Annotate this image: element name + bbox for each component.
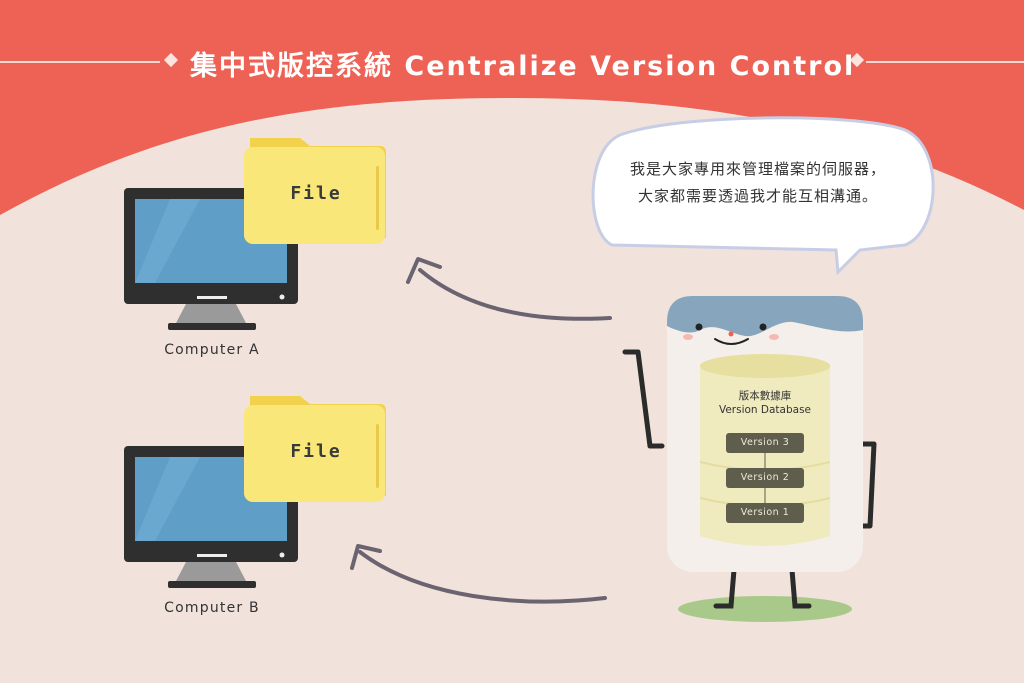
version-1-box: Version 1: [726, 503, 804, 523]
arrow-to-computer-a: [406, 257, 612, 321]
speech-line-2: 大家都需要透過我才能互相溝通。: [637, 187, 878, 205]
database-cylinder: [699, 354, 831, 546]
folder-icon: [244, 396, 386, 502]
title-divider-right: [866, 61, 1024, 63]
diamond-icon: [163, 52, 179, 68]
computer-b-label: Computer B: [164, 600, 260, 616]
server-legs: [713, 567, 812, 609]
computer-a-label: Computer A: [164, 342, 260, 358]
title-divider-left: [0, 61, 160, 63]
speech-bubble-text: 我是大家專用來管理檔案的伺服器， 大家都需要透過我才能互相溝通。: [598, 156, 918, 210]
folder-icon: [244, 138, 386, 244]
file-label-a: File: [290, 183, 342, 204]
speech-line-1: 我是大家專用來管理檔案的伺服器，: [629, 160, 886, 178]
version-3-box: Version 3: [726, 433, 804, 453]
title-banner: 集中式版控系統 Centralize Version Control: [0, 38, 1024, 86]
arrow-to-computer-b: [350, 544, 607, 604]
file-label-b: File: [290, 441, 342, 462]
page-title: 集中式版控系統 Centralize Version Control: [190, 51, 856, 82]
database-title: 版本數據庫 Version Database: [700, 389, 830, 417]
speech-bubble: [591, 116, 935, 276]
grass-shadow: [678, 596, 852, 622]
database-title-zh: 版本數據庫: [738, 390, 792, 402]
server-arms: [622, 349, 877, 529]
version-2-box: Version 2: [726, 468, 804, 488]
database-title-en: Version Database: [718, 404, 812, 416]
